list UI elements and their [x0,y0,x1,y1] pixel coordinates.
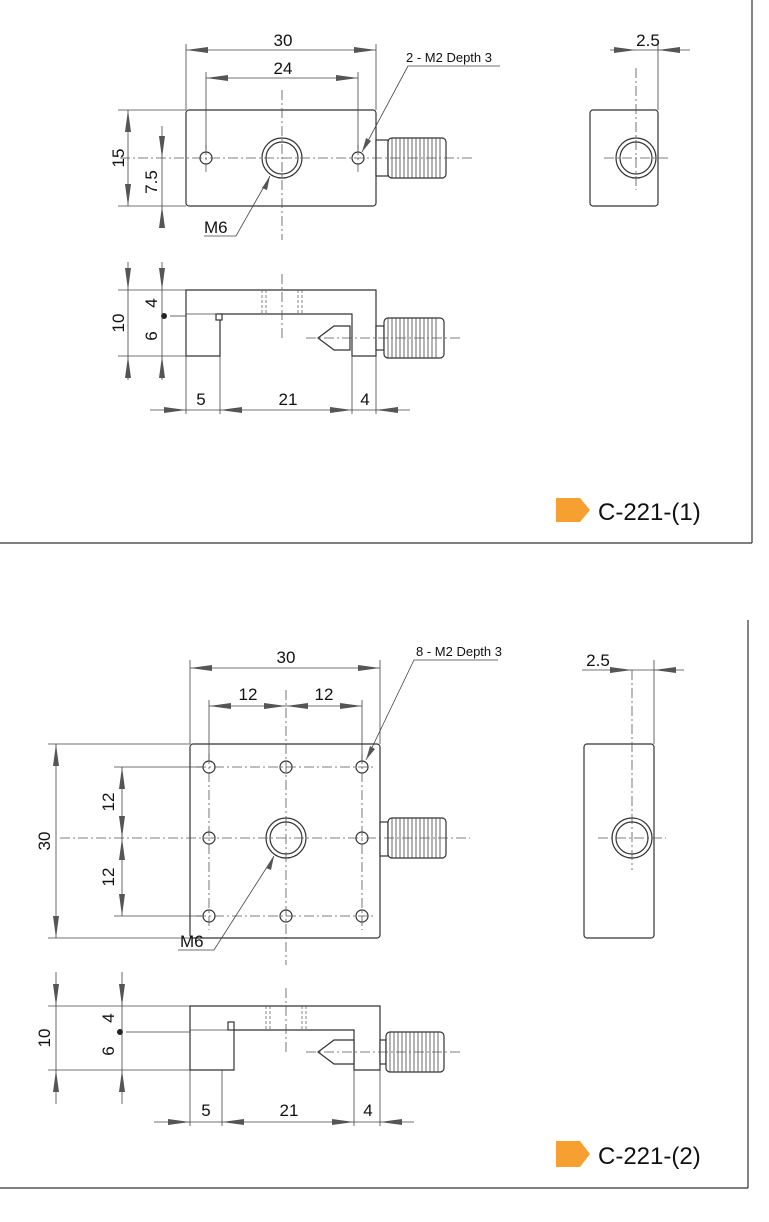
badge-icon-2 [556,1141,590,1167]
top-view-2 [48,659,498,965]
front-view [118,262,462,414]
dim-bottom-right-2: 4 [363,1101,372,1120]
dim-width-outer: 30 [274,31,293,50]
dim-front-height: 10 [109,314,128,333]
dim-front-top: 4 [142,298,161,307]
front-view-2 [48,972,462,1126]
drawing-code-1: C-221-(1) [598,499,701,526]
dim-front-height-2: 10 [35,1029,54,1048]
dim-bottom-mid-2: 21 [280,1101,299,1120]
dim-front-bottom-2: 6 [99,1046,118,1055]
drawing-panel-1: 30 24 2 - M2 Depth 3 15 7.5 M6 2.5 10 4 … [0,0,769,545]
dim-height-half: 7.5 [142,170,161,194]
dim-spacing-right: 12 [315,685,334,704]
dim-front-bottom: 6 [142,331,161,340]
dim-bottom-left-2: 5 [201,1101,210,1120]
dim-bottom-mid: 21 [279,390,298,409]
technical-drawing-1: 30 24 2 - M2 Depth 3 15 7.5 M6 2.5 10 4 … [0,0,753,544]
side-view [589,40,690,207]
dim-spacing-upper: 12 [99,793,118,812]
hole-note: 2 - M2 Depth 3 [406,50,492,65]
dim-spacing-lower: 12 [99,868,118,887]
badge-icon-1 [556,498,590,522]
dim-width-holes: 24 [274,59,293,78]
center-thread-label-2: M6 [180,932,204,951]
dim-front-top-2: 4 [99,1013,118,1022]
dim-bottom-right: 4 [360,390,369,409]
hole-note-2: 8 - M2 Depth 3 [416,644,502,659]
dim-side-width-2: 2.5 [586,651,610,670]
top-view [118,44,500,240]
dim-height-2: 30 [35,832,54,851]
dim-spacing-left: 12 [239,685,258,704]
center-thread-label: M6 [204,218,228,237]
drawing-code-2: C-221-(2) [598,1143,701,1170]
dim-height: 15 [109,149,128,168]
technical-drawing-2: 30 12 12 8 - M2 Depth 3 30 12 12 M6 2.5 … [0,620,749,1189]
dim-side-width: 2.5 [636,31,660,50]
side-view-2 [582,660,684,939]
dim-width-outer-2: 30 [277,648,296,667]
drawing-panel-2: 30 12 12 8 - M2 Depth 3 30 12 12 M6 2.5 … [0,620,769,1190]
dim-bottom-left: 5 [196,390,205,409]
